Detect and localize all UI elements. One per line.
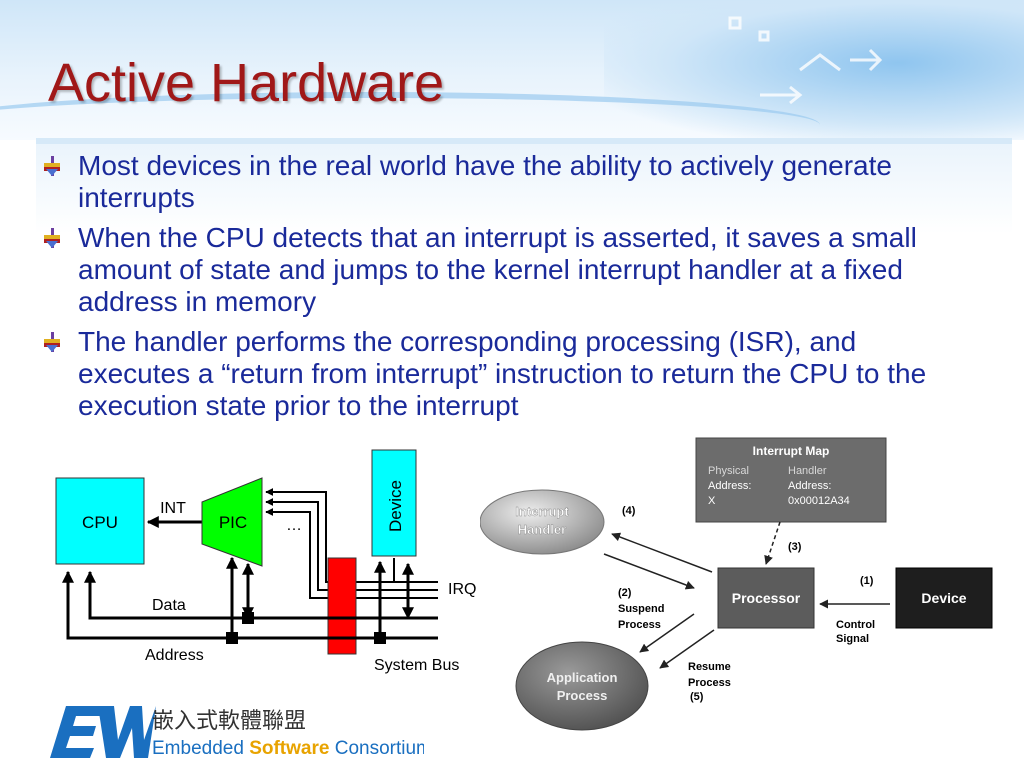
bullet-text: Most devices in the real world have the … <box>78 150 892 213</box>
interrupt-map-box <box>695 437 887 523</box>
resume-label: Resume <box>688 661 731 673</box>
bullet-item: The handler performs the corresponding p… <box>40 326 970 422</box>
bullet-text: When the CPU detects that an interrupt i… <box>78 222 917 317</box>
application-process-node <box>515 641 649 731</box>
bullet-item: When the CPU detects that an interrupt i… <box>40 222 970 318</box>
suspend-label: Process <box>618 619 661 631</box>
header-band <box>0 0 1024 140</box>
application-process-label: Process <box>557 688 608 703</box>
ellipsis-label: … <box>286 517 302 534</box>
map-cell: Address: <box>788 480 831 492</box>
bullet-list: Most devices in the real world have the … <box>40 150 970 430</box>
processor-box <box>717 567 815 629</box>
int-label: INT <box>160 500 186 517</box>
step-label: (3) <box>788 541 802 553</box>
device-box <box>371 449 417 557</box>
logo-chinese: 嵌入式軟體聯盟 <box>152 708 306 733</box>
resume-label: Process <box>688 677 731 689</box>
slide-title: Active Hardware <box>48 53 445 113</box>
content-panel <box>36 138 1012 444</box>
data-label: Data <box>152 597 186 614</box>
interrupt-handler-label: Handler <box>518 522 566 537</box>
bullet-text: The handler performs the corresponding p… <box>78 326 927 421</box>
pic-label: PIC <box>219 513 247 532</box>
device-label: Device <box>921 590 966 606</box>
interrupt-handler-label: Interrupt <box>515 504 569 519</box>
step-label: (4) <box>622 505 636 517</box>
bus-diagram: CPU INT PIC … Device IRQ Data Address Sy… <box>55 449 476 674</box>
pic-shape <box>201 477 263 567</box>
bullet-arrow-icon <box>44 332 60 352</box>
header-swoosh <box>0 92 820 140</box>
control-signal-label: Control <box>836 619 875 631</box>
cpu-label: CPU <box>82 513 118 532</box>
device-label: Device <box>386 480 405 532</box>
suspend-label: Suspend <box>618 603 664 615</box>
application-process-label: Application <box>547 670 618 685</box>
esw-logo: 嵌入式軟體聯盟 Embedded Software Consortium <box>50 706 424 759</box>
step-label: (5) <box>690 691 704 703</box>
map-cell: Address: <box>708 480 751 492</box>
irq-label: IRQ <box>448 581 476 598</box>
map-cell: Physical <box>708 465 749 477</box>
interrupt-map-title: Interrupt Map <box>753 444 830 458</box>
arrow-decoration-icon <box>728 16 883 105</box>
map-cell: Handler <box>788 465 827 477</box>
interrupt-flow-diagram: Interrupt Map Physical Address: X Handle… <box>480 437 993 731</box>
map-cell: 0x00012A34 <box>788 495 850 507</box>
bullet-arrow-icon <box>44 228 60 248</box>
data-bus <box>84 570 438 620</box>
bullet-arrow-icon <box>44 156 60 176</box>
bullet-item: Most devices in the real world have the … <box>40 150 970 214</box>
map-cell: X <box>708 495 716 507</box>
bus-block <box>327 557 357 655</box>
control-signal-label: Signal <box>836 633 869 645</box>
step-label: (2) <box>618 587 632 599</box>
system-bus-label: System Bus <box>374 657 459 674</box>
device-box <box>895 567 993 629</box>
step-label: (1) <box>860 575 874 587</box>
address-label: Address <box>145 647 204 664</box>
address-bus <box>62 570 438 640</box>
cpu-box <box>55 477 145 565</box>
interrupt-handler-node <box>480 489 605 555</box>
logo-english: Embedded Software Consortium <box>152 738 424 759</box>
processor-label: Processor <box>732 590 801 606</box>
